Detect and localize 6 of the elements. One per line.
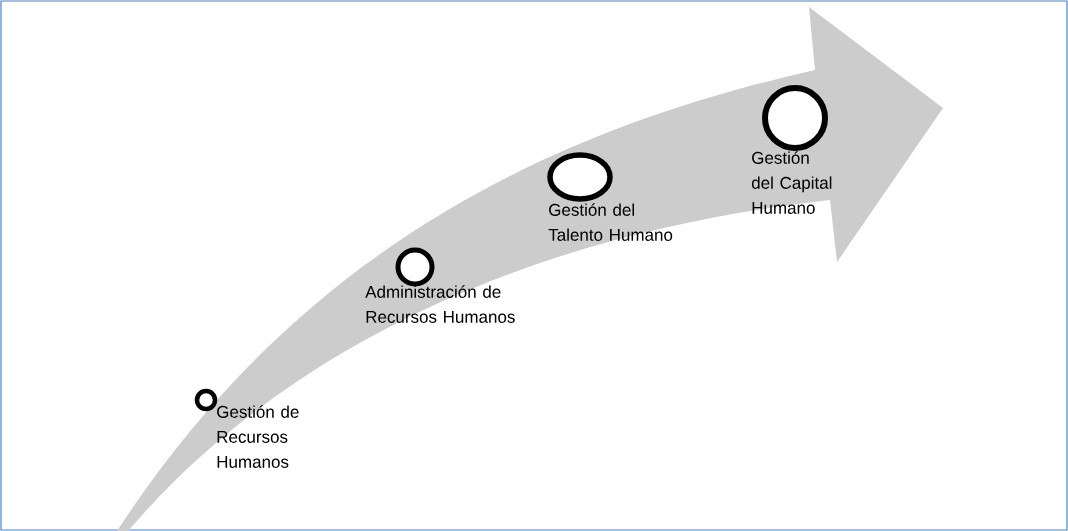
stage-label: Gestión de Recursos Humanos bbox=[217, 405, 299, 468]
stage-label: Gestión del Capital Humano bbox=[751, 151, 832, 214]
ring-marker bbox=[395, 247, 435, 287]
stage-label: Gestión del Talento Humano bbox=[548, 203, 673, 241]
stage-label: Administración de Recursos Humanos bbox=[365, 285, 515, 323]
ring-marker bbox=[194, 388, 218, 412]
